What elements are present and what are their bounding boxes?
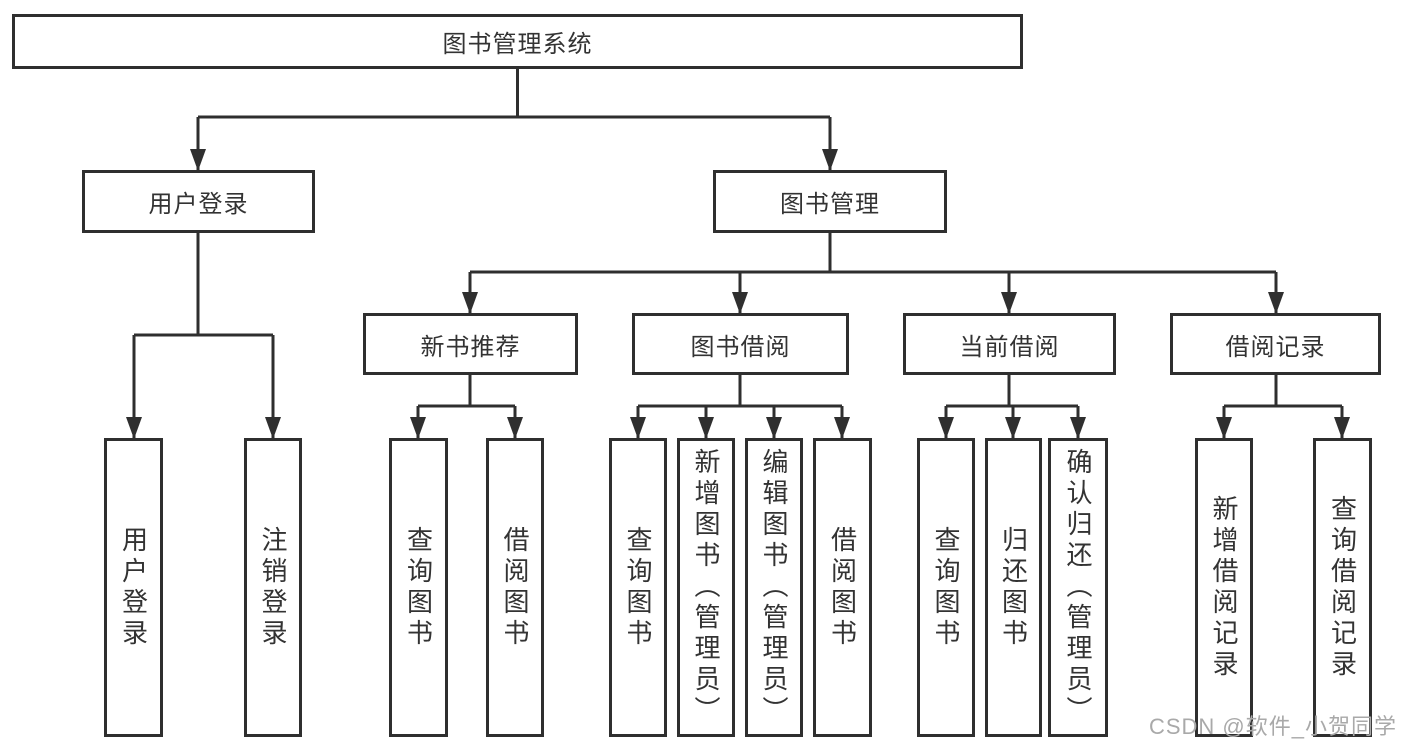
node-borrowing-records: 借阅记录 — [1170, 313, 1381, 375]
node-label: 用户登录 — [118, 525, 149, 650]
node-label: 新增借阅记录 — [1209, 494, 1239, 681]
node-query-books-recommend: 查询图书 — [389, 438, 448, 737]
edge-records-bar — [1224, 375, 1342, 408]
node-label: 查询图书 — [931, 525, 961, 650]
node-label: 归还图书 — [998, 525, 1029, 650]
node-label: 图书管理系统 — [442, 31, 593, 58]
node-label: 图书借阅 — [690, 333, 791, 361]
node-book-borrowing: 图书借阅 — [632, 313, 849, 375]
edge-user-login-bar — [134, 233, 273, 337]
node-label: 确认归还（管理员） — [1063, 448, 1093, 727]
node-label: 注销登录 — [258, 525, 288, 650]
node-add-book-admin: 新增图书（管理员） — [677, 438, 735, 737]
node-current-borrowing: 当前借阅 — [903, 313, 1116, 375]
node-label: 当前借阅 — [959, 333, 1060, 361]
node-label: 编辑图书（管理员） — [759, 448, 789, 727]
node-query-borrow-record: 查询借阅记录 — [1313, 438, 1372, 737]
node-login-leaf: 用户登录 — [104, 438, 163, 737]
edge-borrowing-bar — [638, 375, 842, 408]
node-query-books-current: 查询图书 — [917, 438, 975, 737]
node-label: 用户登录 — [148, 191, 249, 218]
edge-book-management-bar — [470, 233, 1276, 274]
node-label: 查询图书 — [623, 525, 653, 650]
node-logout-leaf: 注销登录 — [244, 438, 302, 737]
edge-recommendation-bar — [418, 375, 515, 408]
node-label: 图书管理 — [780, 191, 880, 218]
edge-root-bar — [198, 69, 830, 119]
node-new-book-recommendation: 新书推荐 — [363, 313, 578, 375]
node-borrow-books-recommend: 借阅图书 — [486, 438, 544, 737]
node-user-login: 用户登录 — [82, 170, 315, 233]
node-label: 查询图书 — [403, 525, 434, 650]
node-return-books: 归还图书 — [985, 438, 1042, 737]
edge-current-bar — [946, 375, 1078, 408]
csdn-watermark: CSDN @软件_小贺同学 — [1148, 714, 1397, 739]
node-edit-book-admin: 编辑图书（管理员） — [745, 438, 803, 737]
node-confirm-return-admin: 确认归还（管理员） — [1048, 438, 1108, 737]
node-query-books-borrowing: 查询图书 — [609, 438, 667, 737]
node-add-borrow-record: 新增借阅记录 — [1195, 438, 1253, 737]
node-label: 借阅图书 — [500, 525, 530, 650]
node-label: 新增图书（管理员） — [691, 448, 721, 727]
node-label: 查询借阅记录 — [1327, 494, 1358, 681]
node-book-management: 图书管理 — [713, 170, 947, 233]
node-borrow-books-borrowing: 借阅图书 — [813, 438, 872, 737]
node-label: 借阅图书 — [827, 525, 858, 650]
node-label: 新书推荐 — [420, 333, 521, 361]
node-library-management-system: 图书管理系统 — [12, 14, 1023, 69]
node-label: 借阅记录 — [1225, 333, 1326, 361]
